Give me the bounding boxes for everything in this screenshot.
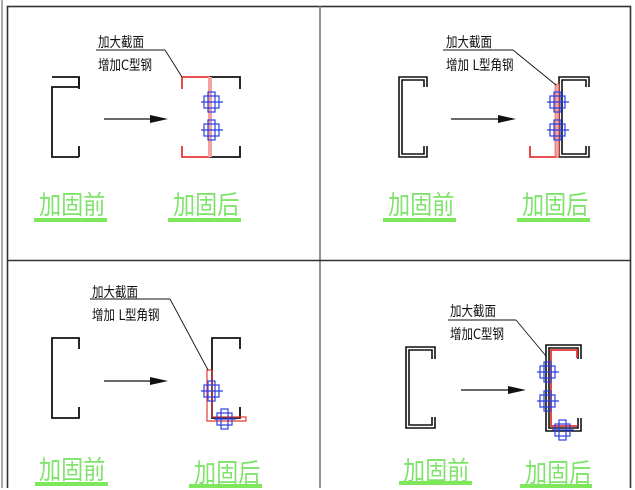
bolt-icon [201,380,236,430]
callout-line1: 加大截面 [450,304,496,320]
c-section-before-icon [51,76,80,158]
callout-leader [443,49,557,86]
panel-bottom-right-drawing [405,319,582,441]
callout-line1: 加大截面 [446,35,492,51]
arrow-icon [104,377,168,385]
added-l-angle [529,146,557,158]
bolt-icon [201,91,223,141]
c-section-before-icon [398,76,428,158]
c-section-before-icon [405,346,436,429]
before-underline [35,482,108,486]
before-underline [34,218,107,222]
arrow-icon [104,115,168,123]
panel-top-right-drawing [398,49,590,158]
after-underline [517,218,590,222]
arrow-icon [461,386,526,394]
panel-bottom-left-drawing [51,298,247,430]
panel-top-left-drawing [51,49,241,158]
callout-line2: 增加C型钢 [98,58,152,74]
callout-line2: 增加 L型角钢 [446,58,514,74]
before-underline [383,218,456,222]
callout-leader [90,298,209,371]
after-underline [168,218,241,222]
callout-leader [448,319,547,357]
bolt-icon [547,91,569,141]
after-label: 加固后 [173,191,240,221]
after-label: 加固后 [522,191,589,221]
before-label: 加固前 [39,191,106,221]
c-section-before-icon [51,337,80,419]
callout-line1: 加大截面 [92,285,138,301]
arrow-icon [451,115,516,123]
before-underline [399,481,472,485]
callout-line2: 增加C型钢 [450,327,504,343]
after-underline [189,484,262,488]
added-c-section [550,349,578,427]
before-label: 加固前 [388,191,455,221]
after-underline [520,484,592,488]
callout-line1: 加大截面 [98,35,144,51]
added-l-angle [206,369,247,422]
added-c-section [181,76,210,158]
callout-leader [96,49,183,78]
before-label: 加固前 [39,456,106,486]
bolt-icon [537,361,574,441]
callout-line2: 增加 L型角钢 [92,308,160,324]
